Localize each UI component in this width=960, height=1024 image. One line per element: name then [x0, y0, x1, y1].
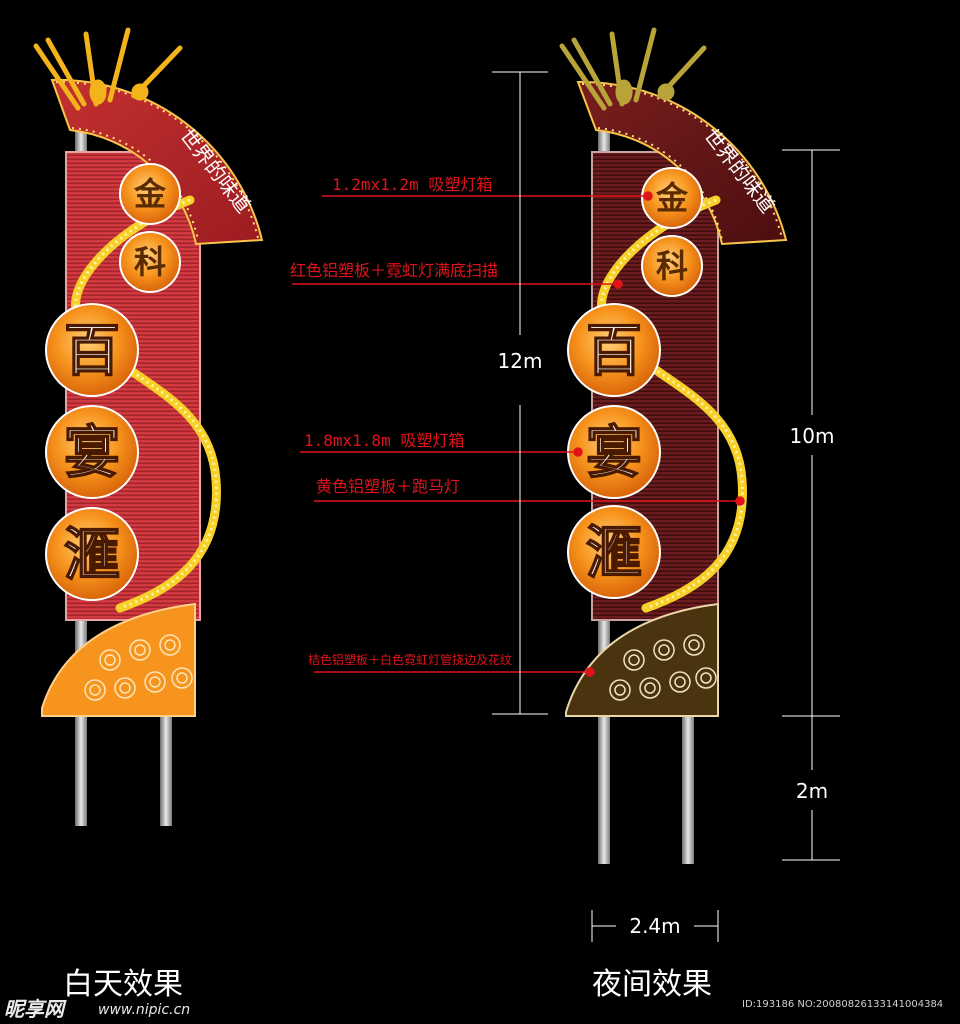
dimension-total-height: 12m — [498, 349, 543, 373]
annotation-label: 1.8mx1.8m 吸塑灯箱 — [304, 431, 464, 450]
small-disc-1 — [119, 163, 181, 225]
sign-char: 金 — [133, 175, 167, 213]
annotation-label: 红色铝塑板＋霓虹灯满底扫描 — [290, 261, 498, 280]
sign-char: 百 — [586, 318, 642, 384]
cutlery-icon — [33, 27, 183, 111]
big-disc-1 — [45, 303, 139, 397]
day-sign — [33, 27, 264, 826]
sign-char: 金 — [655, 179, 689, 217]
cutlery-icon — [559, 27, 707, 111]
small-disc-2 — [119, 231, 181, 293]
sign-char: 科 — [134, 243, 166, 281]
annotation-label: 黄色铝塑板＋跑马灯 — [316, 477, 460, 496]
dimension-pole-height: 2m — [796, 779, 828, 803]
bottom-panel — [565, 602, 719, 717]
night-sign — [559, 27, 788, 864]
watermark-site: www.nipic.cn — [98, 1002, 190, 1018]
caption-day: 白天效果 — [63, 967, 183, 1002]
small-disc-2 — [641, 235, 703, 297]
sign-char: 百 — [64, 318, 120, 384]
sign-char: 科 — [656, 247, 688, 285]
watermark-logo: 昵享网 — [4, 997, 67, 1021]
caption-night: 夜间效果 — [592, 967, 712, 1002]
annotation-lines — [292, 191, 745, 677]
big-disc-3 — [567, 505, 661, 599]
dimension-box-height: 10m — [790, 424, 835, 448]
big-disc-2 — [45, 405, 139, 499]
bottom-panel — [41, 602, 196, 717]
dimension-width: 2.4m — [629, 914, 680, 938]
small-disc-1 — [641, 167, 703, 229]
sign-char: 宴 — [586, 420, 642, 486]
watermark-id: ID:193186 NO:20080826133141004384 — [742, 999, 943, 1010]
sign-char: 滙 — [64, 522, 120, 588]
swirl-pattern — [84, 634, 193, 701]
sign-char: 宴 — [64, 420, 120, 486]
big-disc-3 — [45, 507, 139, 601]
swirl-pattern — [609, 634, 717, 701]
annotation-label: 桔色铝塑板＋白色霓虹灯管挠边及花纹 — [308, 652, 512, 667]
sign-char: 滙 — [586, 520, 642, 586]
dimension-lines — [492, 71, 840, 942]
big-disc-1 — [567, 303, 661, 397]
annotation-label: 1.2mx1.2m 吸塑灯箱 — [332, 175, 492, 194]
